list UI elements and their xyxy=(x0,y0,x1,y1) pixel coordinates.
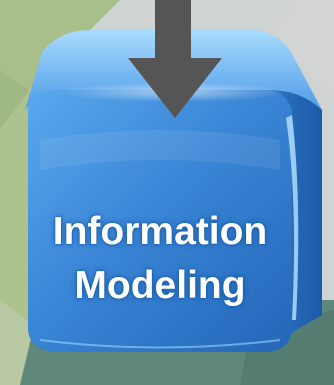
cube-icon xyxy=(25,30,322,352)
label-line-2: Modeling xyxy=(74,264,246,307)
cube-label: Information Modeling xyxy=(0,205,320,313)
label-line-1: Information xyxy=(52,210,268,253)
down-arrow-icon xyxy=(128,0,222,118)
